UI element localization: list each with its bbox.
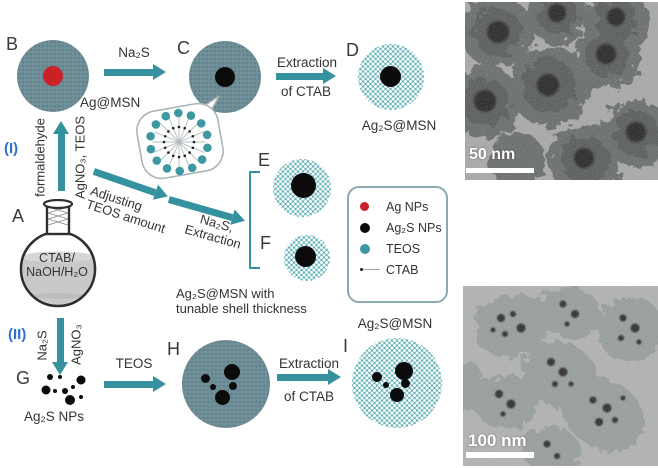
arrow-label-extraction-2: Extraction — [278, 356, 340, 371]
arrow-label-of-ctab-2: of CTAB — [283, 389, 334, 404]
tem-micrograph-bottom — [463, 286, 658, 466]
ag2s-core — [229, 382, 237, 390]
step-label-b: B — [6, 34, 19, 54]
legend-swatch-teos — [360, 243, 386, 254]
scale-bar-bottom — [466, 452, 534, 458]
micelle-structure-icon — [146, 108, 212, 176]
ag2s-core — [224, 364, 240, 380]
arrow-label-teos: TEOS — [115, 356, 153, 371]
ag2s-core — [383, 382, 389, 388]
arrow-label-agno3-teos: AgNO₃, TEOS — [72, 115, 88, 200]
ag-core — [43, 66, 63, 86]
route-label-1: (I) — [4, 140, 19, 157]
micelle-callout — [136, 95, 224, 180]
caption-ag-msn: Ag@MSN — [80, 95, 141, 110]
particle-c-ag2s-msn-ctab — [189, 41, 261, 113]
arrow-a-to-g-icon — [52, 318, 68, 375]
legend-swatch-ag2s-nps — [360, 222, 386, 233]
legend-label: TEOS — [386, 241, 421, 256]
ag2s-core — [201, 374, 210, 383]
ag2s-core — [295, 246, 316, 267]
flask-icon — [19, 199, 97, 308]
ef-bracket — [249, 171, 260, 269]
flask-liquid — [22, 251, 94, 305]
arrow-label-agno3: AgNO₃ — [68, 324, 84, 365]
particle-d-ag2s-msn — [358, 44, 424, 110]
scale-bar-top — [466, 168, 534, 173]
flask-rim — [42, 199, 74, 210]
ag2s-core — [215, 390, 230, 405]
legend-item-teos: TEOS — [349, 238, 446, 259]
arrow-c-to-d-icon — [276, 68, 336, 84]
caption-tunable-line1: Ag₂S@MSN with — [176, 286, 275, 301]
step-label-i: I — [343, 336, 349, 356]
legend-label: Ag NPs — [386, 199, 429, 214]
arrow-a-to-b-icon — [53, 121, 69, 191]
step-label-h: H — [167, 339, 180, 359]
arrow-label-formaldehyde: formaldehyde — [32, 118, 48, 197]
legend-item-ctab: CTAB — [349, 259, 446, 280]
legend-label: CTAB — [386, 262, 419, 277]
scale-label-bottom: 100 nm — [468, 431, 527, 450]
arrow-g-to-h-icon — [104, 376, 166, 392]
legend-item-ag2s: Ag₂S NPs — [349, 217, 446, 238]
caption-tunable-shell: Ag₂S@MSN with tunable shell thickness — [176, 286, 307, 316]
legend-label: Ag₂S NPs — [386, 220, 442, 235]
ag2s-core — [372, 372, 382, 382]
legend-item-ag: Ag NPs — [349, 196, 446, 217]
ag2s-core — [395, 362, 413, 380]
ag2s-core — [215, 67, 235, 87]
route-label-2: (II) — [8, 326, 27, 343]
arrow-label-extraction-1: Extraction — [276, 55, 338, 70]
caption-tunable-line2: tunable shell thickness — [176, 301, 307, 316]
ag2s-nps-cluster — [41, 374, 86, 405]
arrow-label-na2s: Na₂S — [118, 45, 150, 60]
arrow-h-to-i-icon — [277, 369, 341, 385]
step-label-d: D — [346, 40, 359, 60]
step-label-e: E — [258, 150, 271, 170]
ag2s-core — [390, 388, 404, 402]
legend-swatch-ag-nps — [360, 202, 386, 211]
ag2s-core — [401, 379, 410, 388]
particle-b-ag-msn — [17, 40, 89, 112]
ag2s-core — [210, 384, 216, 390]
ctab-tail-icon — [363, 268, 380, 271]
teal-dot-icon — [360, 243, 370, 254]
arrow-label-of-ctab-1: of CTAB — [280, 84, 331, 99]
ctab-head-icon — [360, 268, 363, 271]
ag2s-core — [380, 66, 401, 87]
step-label-f: F — [260, 233, 271, 253]
step-label-g: G — [16, 368, 31, 388]
particle-f-thinner-shell — [284, 235, 330, 281]
scale-label-top: 50 nm — [469, 146, 516, 163]
flask-label-line2: NaOH/H₂O — [26, 265, 88, 279]
flask-stopper-hatch — [47, 206, 69, 226]
step-label-a: A — [12, 206, 25, 226]
particle-i-multicore-msn — [352, 338, 442, 428]
red-dot-icon — [360, 202, 369, 211]
arrow-b-to-c-icon — [104, 64, 166, 80]
caption-ag2s-msn-i: Ag₂S@MSN — [357, 316, 433, 331]
particle-h-multicore-ctab — [182, 340, 270, 428]
legend-swatch-ctab — [360, 268, 386, 271]
arrow-label-na2s-2: Na₂S — [34, 330, 50, 361]
particle-e-thin-shell — [273, 159, 331, 217]
caption-ag2s-nps: Ag₂S NPs — [24, 409, 85, 424]
black-dot-icon — [360, 222, 370, 233]
caption-ag2s-msn-d: Ag₂S@MSN — [361, 118, 437, 133]
step-label-c: C — [177, 38, 190, 58]
legend-box: Ag NPs Ag₂S NPs TEOS CTAB — [347, 186, 448, 303]
ag2s-core — [291, 173, 316, 198]
flask-label-line1: CTAB/ — [39, 251, 75, 265]
